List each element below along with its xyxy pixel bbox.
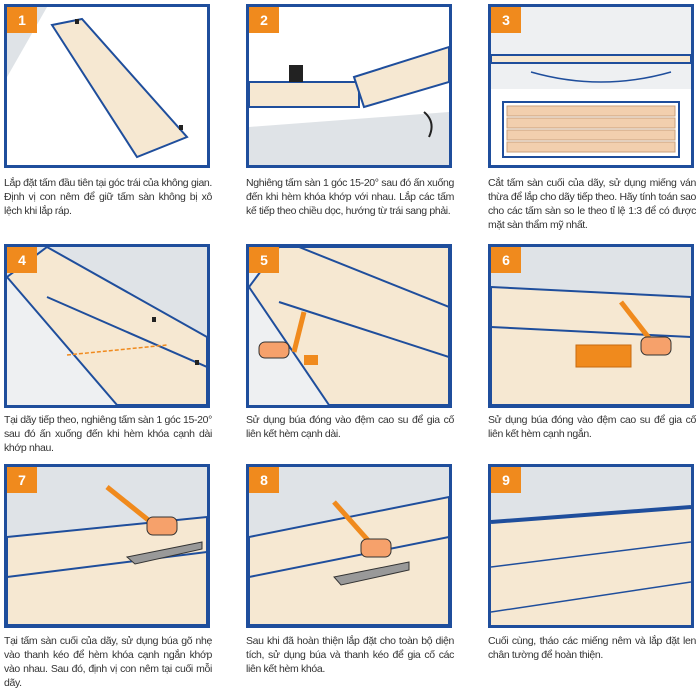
- step-6-illustration: 6: [488, 244, 694, 408]
- step-number-badge: 9: [491, 467, 521, 493]
- step-caption: Cắt tấm sàn cuối của dãy, sử dụng miếng …: [488, 177, 696, 231]
- step-number-badge: 1: [7, 7, 37, 33]
- tilt-plank-illustration: [249, 45, 449, 165]
- step-caption: Sử dụng búa đóng vào đệm cao su để gia c…: [246, 414, 454, 440]
- pull-bar-illustration: [7, 467, 207, 625]
- step-number-badge: 6: [491, 247, 521, 273]
- step-caption: Tại tấm sàn cuối của dãy, sử dụng búa gõ…: [4, 635, 212, 689]
- step-8-illustration: 8: [246, 464, 452, 628]
- step-4-illustration: 4: [4, 244, 210, 408]
- step-2-illustration: 2: [246, 4, 452, 168]
- step-caption: Cuối cùng, tháo các miếng nêm và lắp đặt…: [488, 635, 696, 661]
- reinforce-joints-illustration: [249, 467, 449, 625]
- step-3-illustration: 3: [488, 4, 694, 168]
- finished-floor-illustration: [491, 467, 691, 625]
- step-number-badge: 8: [249, 467, 279, 493]
- hammer-short-edge-illustration: [491, 247, 691, 405]
- step-number-badge: 7: [7, 467, 37, 493]
- step-1-illustration: 1: [4, 4, 210, 168]
- step-5-illustration: 5: [246, 244, 452, 408]
- step-caption: Tại dãy tiếp theo, nghiêng tấm sàn 1 góc…: [4, 414, 212, 454]
- first-plank-illustration: [7, 7, 207, 165]
- cut-plank-illustration: [491, 54, 691, 165]
- step-9-illustration: 9: [488, 464, 694, 628]
- step-number-badge: 3: [491, 7, 521, 33]
- step-7-illustration: 7: [4, 464, 210, 628]
- step-number-badge: 4: [7, 247, 37, 273]
- hammer-long-edge-illustration: [249, 247, 449, 405]
- step-caption: Lắp đặt tấm đầu tiên tại góc trái của kh…: [4, 177, 212, 217]
- step-number-badge: 5: [249, 247, 279, 273]
- second-row-illustration: [7, 247, 207, 405]
- step-caption: Nghiêng tấm sàn 1 góc 15-20° sau đó ấn x…: [246, 177, 454, 217]
- step-caption: Sử dụng búa đóng vào đệm cao su để gia c…: [488, 414, 696, 440]
- step-number-badge: 2: [249, 7, 279, 33]
- step-caption: Sau khi đã hoàn thiện lắp đặt cho toàn b…: [246, 635, 454, 675]
